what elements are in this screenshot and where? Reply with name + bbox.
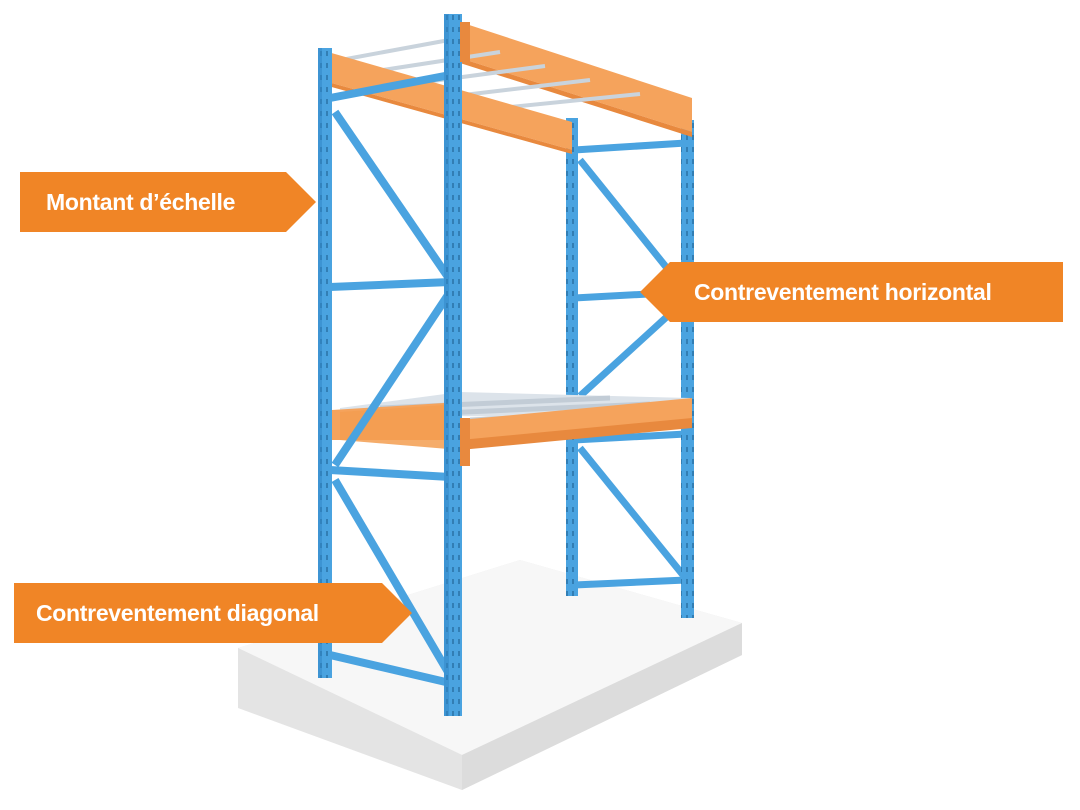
callout-upright-text: Montant d’échelle	[46, 188, 236, 215]
diagonal-brace	[331, 109, 452, 280]
lower-beam-level	[332, 392, 692, 450]
callout-horizontal-bracing-text: Contreventement horizontal	[694, 278, 992, 305]
front-uprights	[318, 14, 470, 716]
callout-horizontal-bracing-label: Contreventement horizontal	[640, 262, 1063, 322]
callout-diagonal-bracing-text: Contreventement diagonal	[36, 599, 319, 626]
callout-upright-label: Montant d’échelle	[20, 172, 316, 232]
back-frame	[566, 118, 694, 618]
front-frame	[329, 71, 452, 687]
callout-diagonal-bracing-label: Contreventement diagonal	[14, 583, 412, 643]
